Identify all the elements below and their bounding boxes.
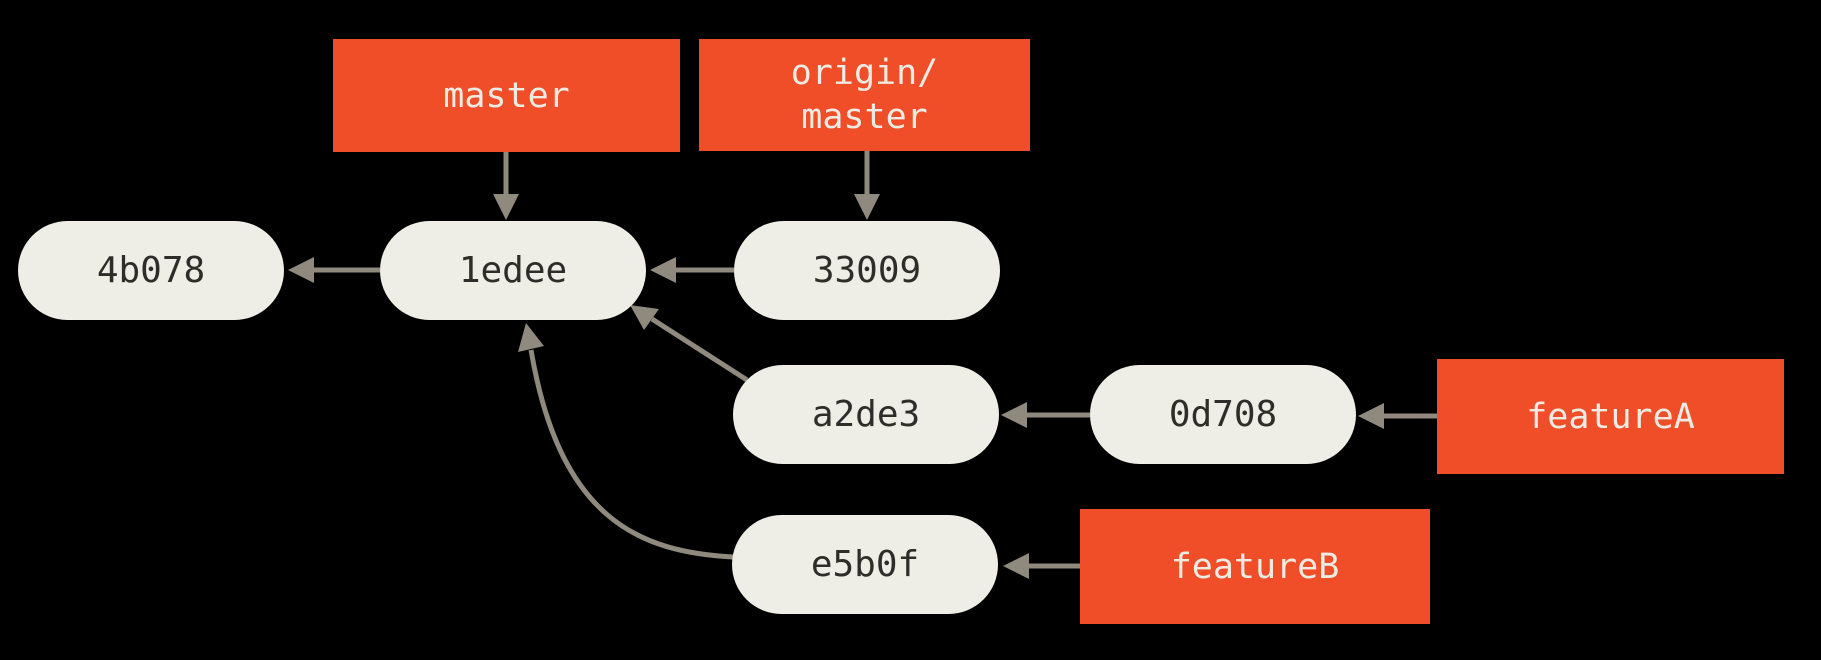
branch-label-featureB: featureB [1080,509,1430,624]
commit-id: 33009 [812,250,922,291]
commit-id: 0d708 [1168,394,1278,435]
arrow-33009-to-1edee [650,257,734,283]
commit-node-a2de3: a2de3 [733,365,999,464]
branch-label-origin-master: origin/ master [699,39,1030,151]
branch-label-text: featureB [1170,546,1340,587]
commit-node-33009: 33009 [734,221,1000,320]
branch-label-featureA: featureA [1437,359,1784,474]
arrow-featureB-to-e5b0f [1003,553,1080,579]
commit-id: a2de3 [811,394,921,435]
commit-node-1edee: 1edee [380,221,646,320]
branch-label-text-line1: origin/ [790,53,939,93]
branch-label-text: featureA [1526,396,1695,437]
arrow-origin-master-to-33009 [854,151,880,220]
commit-node-e5b0f: e5b0f [732,515,998,614]
arrow-1edee-to-4b078 [288,257,380,283]
branch-label-text-line2: master [801,97,928,137]
commit-id: e5b0f [810,544,920,585]
arrow-featureA-to-0d708 [1358,403,1437,429]
branch-label-master: master [333,39,680,152]
arrow-e5b0f-to-1edee [518,323,734,560]
commit-id: 1edee [458,250,568,291]
commit-node-4b078: 4b078 [18,221,284,320]
arrow-0d708-to-a2de3 [1001,402,1090,428]
branch-label-text: master [443,75,570,116]
arrow-master-to-1edee [493,152,519,220]
arrow-a2de3-to-1edee [630,305,749,383]
commit-node-0d708: 0d708 [1090,365,1356,464]
commit-id: 4b078 [96,250,206,291]
